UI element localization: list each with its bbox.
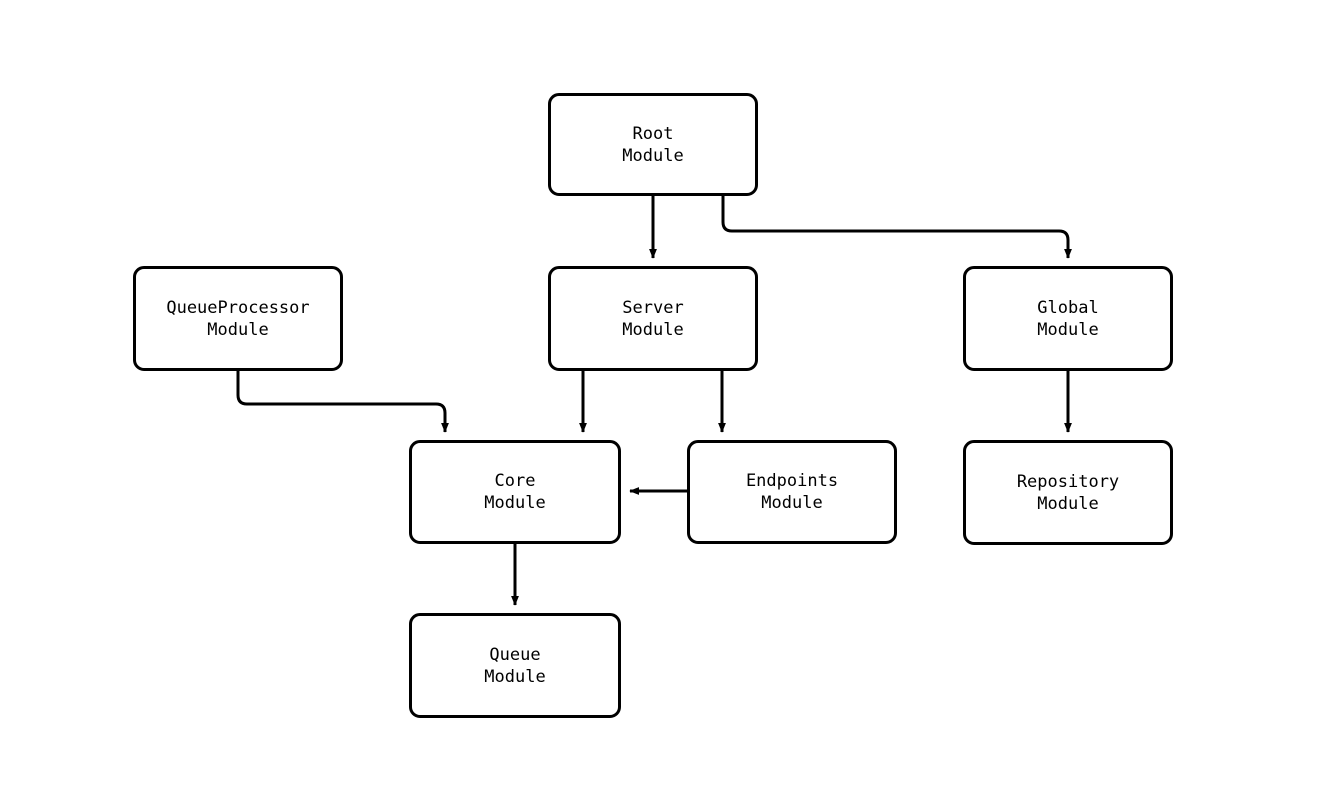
edge-queueprocessor-to-core (236, 371, 449, 433)
node-queueprocessor-module[interactable]: QueueProcessor Module (133, 266, 343, 371)
node-endpoints-module-line2: Module (761, 493, 823, 513)
node-repository-module-line2: Module (1037, 493, 1099, 514)
node-endpoints-module-line1: Endpoints (745, 471, 839, 491)
node-root-module-line1: Root (632, 123, 674, 144)
node-endpoints-module[interactable]: Endpoints Module (687, 440, 897, 544)
node-queue-module-line2: Module (484, 666, 546, 687)
node-queue-module[interactable]: Queue Module (409, 613, 621, 718)
node-server-module-line1: Server (622, 297, 684, 318)
node-core-module-line2: Module (484, 493, 546, 513)
node-queueprocessor-module-line1: QueueProcessor (166, 297, 310, 318)
node-global-module[interactable]: Global Module (963, 266, 1173, 371)
node-queueprocessor-module-line2: Module (207, 319, 269, 340)
node-core-module[interactable]: Core Module (409, 440, 621, 544)
node-server-module-line2: Module (622, 319, 684, 340)
node-repository-module-line1: Repository (1016, 471, 1120, 492)
node-global-module-line2: Module (1037, 319, 1099, 340)
node-core-module-line1: Core (494, 471, 536, 491)
node-root-module[interactable]: Root Module (548, 93, 758, 196)
node-global-module-line1: Global (1037, 297, 1099, 318)
node-queue-module-line1: Queue (489, 644, 541, 665)
node-server-module[interactable]: Server Module (548, 266, 758, 371)
edge-root-to-global (721, 196, 1072, 259)
node-root-module-line2: Module (622, 145, 684, 166)
node-repository-module[interactable]: Repository Module (963, 440, 1173, 545)
